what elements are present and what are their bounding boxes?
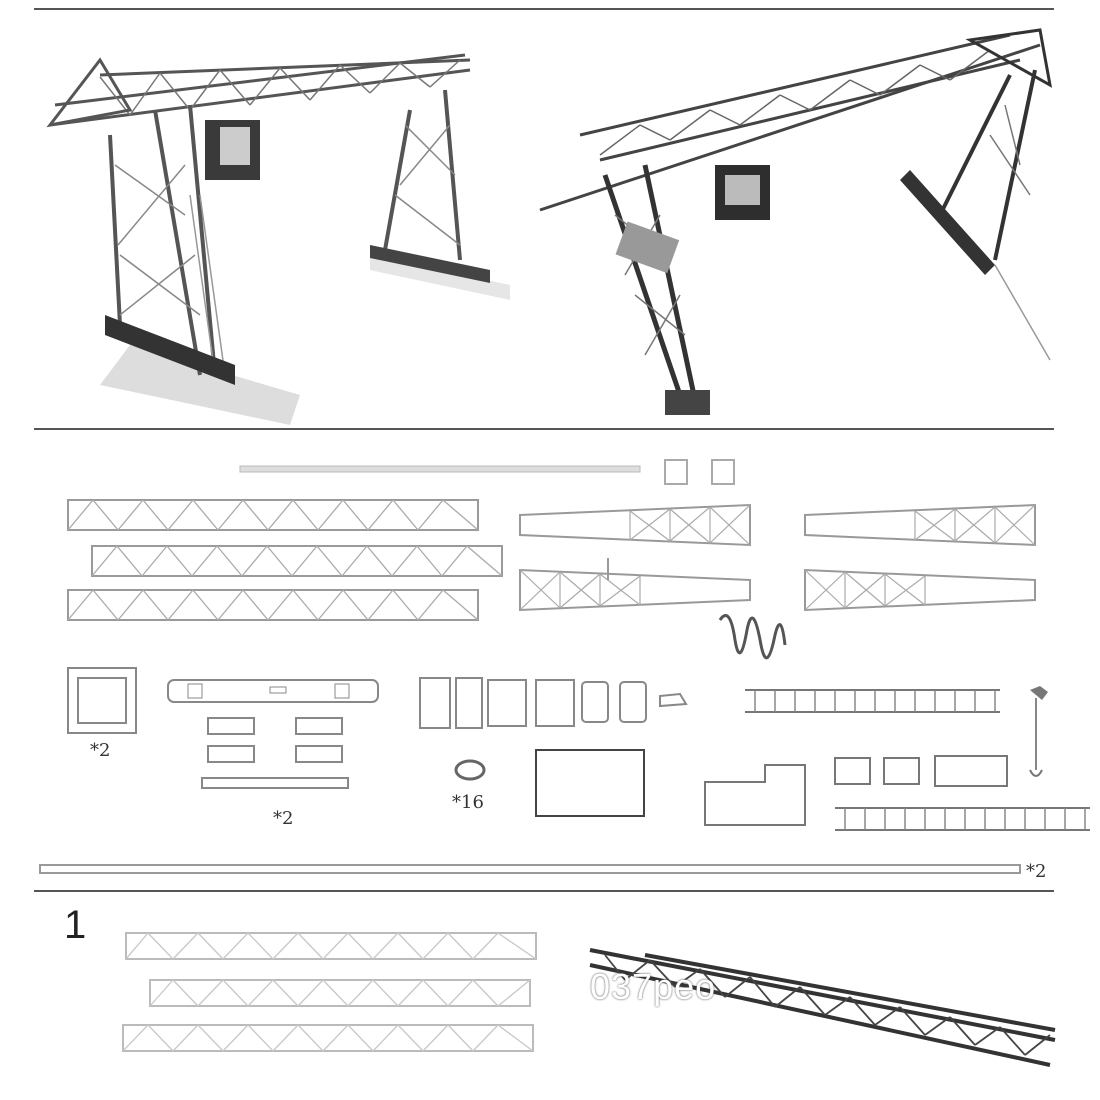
parts-sheet <box>39 459 1091 874</box>
crane-photo-left <box>46 53 510 425</box>
wheel-quantity-label: *16 <box>452 792 484 813</box>
top-rule <box>34 8 1054 10</box>
step1-assembled-girder <box>589 948 1056 1067</box>
frame-quantity-label: *2 <box>90 740 111 761</box>
crane-photo-right <box>539 28 1053 415</box>
lower-rule <box>34 890 1054 892</box>
step1-truss-parts <box>122 932 537 1052</box>
middle-rule <box>34 428 1054 430</box>
rail-quantity-label: *2 <box>1026 861 1047 882</box>
watermark-text: 037peo <box>590 966 717 1007</box>
step-number: 1 <box>64 903 87 947</box>
bogie-quantity-label: *2 <box>273 808 294 829</box>
